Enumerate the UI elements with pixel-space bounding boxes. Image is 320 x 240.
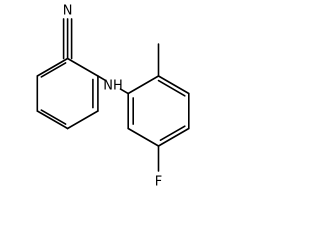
ring1-bond-6 [36, 57, 69, 77]
nh-bond-right [119, 88, 129, 95]
ring2-double-1 [157, 79, 186, 97]
ring1-double-3 [40, 62, 67, 78]
ring1-bond-4 [36, 110, 69, 130]
molecule-diagram: N NH F [36, 4, 190, 190]
amine-nh-label: NH [103, 79, 123, 94]
ring2-double-2 [159, 125, 186, 141]
ring2-bond-2 [157, 75, 190, 95]
nitrile-n-label: N [63, 4, 73, 19]
ring2-bond-5 [127, 127, 160, 147]
structure-svg: N NH F [36, 4, 190, 190]
fluorine-label: F [155, 175, 162, 190]
ring1-double-2 [40, 109, 67, 125]
ring2-bond-1 [127, 75, 160, 95]
ring1-bond-3 [66, 110, 99, 130]
nh-bond-left [97, 75, 107, 82]
ring1-bond-1 [66, 57, 99, 77]
ring2-bond-4 [157, 127, 190, 147]
